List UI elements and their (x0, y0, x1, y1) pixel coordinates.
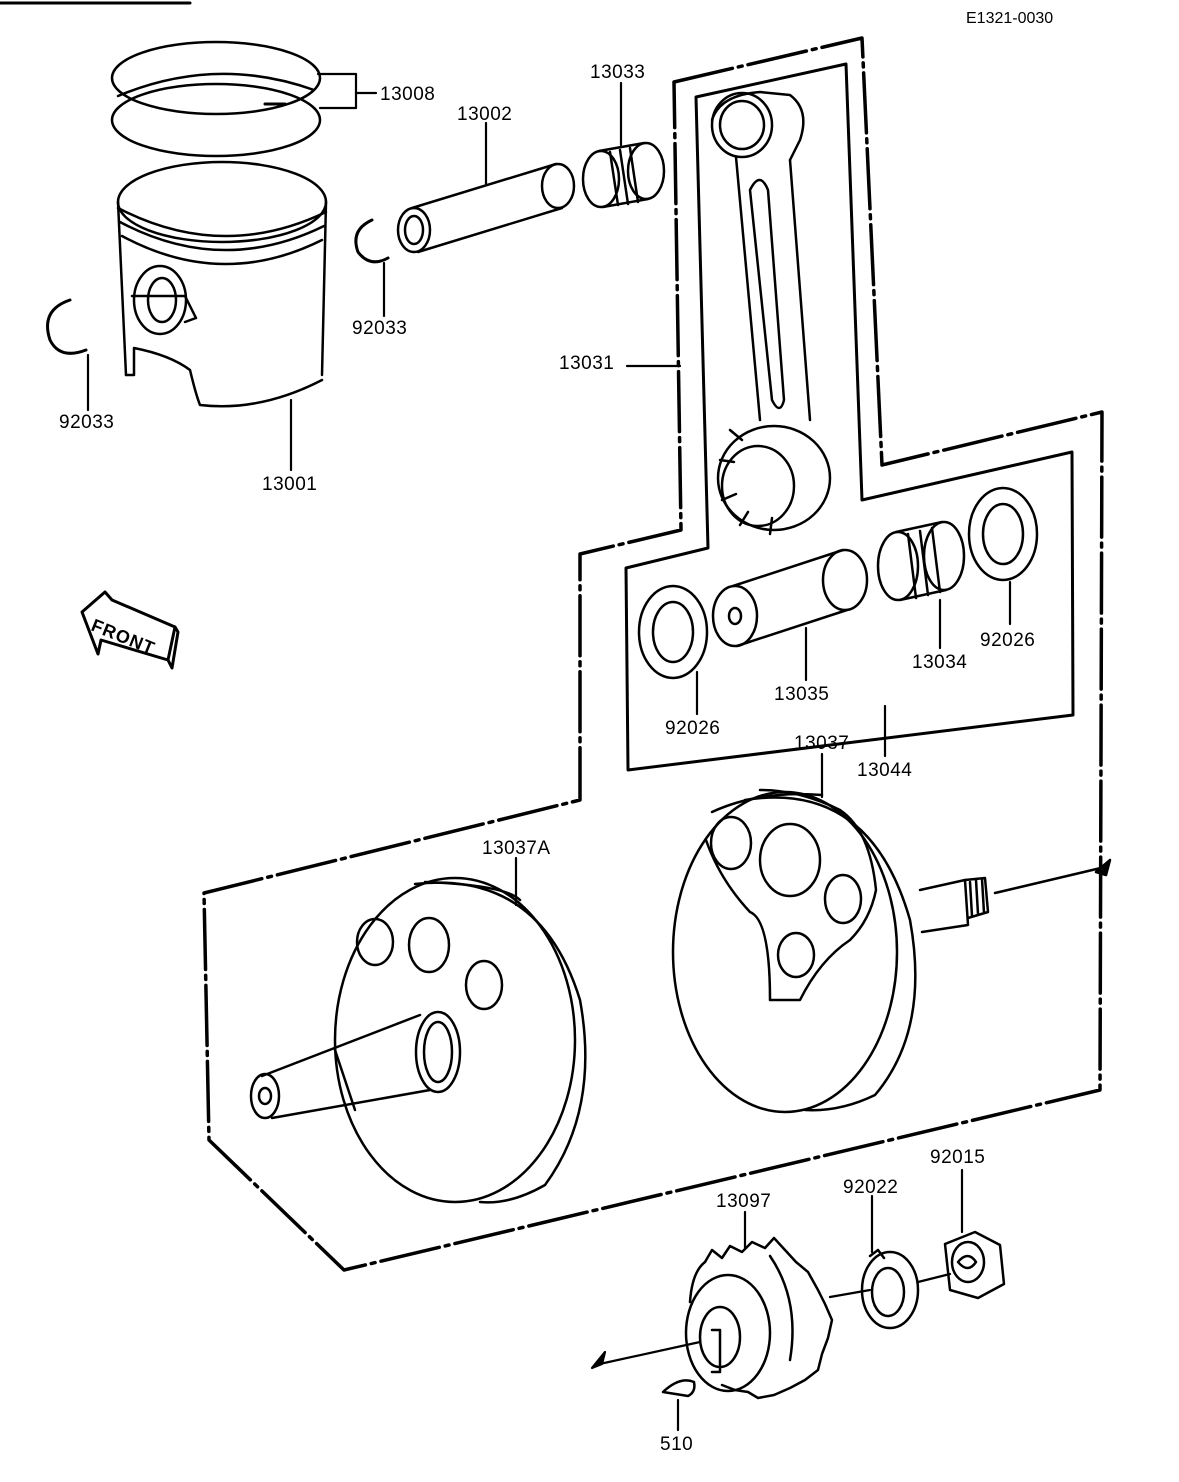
gear-axis-arrow (592, 1352, 605, 1368)
crank-pin (713, 550, 867, 646)
label-circlip-left: 92033 (59, 412, 115, 433)
gear (686, 1238, 832, 1398)
lock-washer (862, 1250, 918, 1328)
label-big-end-bearing: 13034 (912, 652, 968, 673)
label-flywheel-left: 13037A (482, 838, 551, 859)
piston (118, 162, 326, 406)
rings-bracket (318, 74, 356, 108)
piston-pin (398, 164, 574, 252)
small-end-bearing (583, 143, 664, 207)
label-connecting-rod: 13031 (559, 353, 615, 374)
label-key: 510 (660, 1434, 694, 1455)
label-circlip-right: 92033 (352, 318, 408, 339)
label-piston-pin: 13002 (457, 104, 513, 125)
crankshaft-assembly-boundary (204, 38, 1102, 1270)
flywheel-right (673, 790, 1110, 1112)
label-small-end-bearing: 13033 (590, 62, 646, 83)
connecting-rod (712, 92, 830, 534)
washer-nut-axis (918, 1274, 950, 1282)
nut (945, 1232, 1004, 1298)
label-lock-washer: 92022 (843, 1177, 899, 1198)
label-crankshaft-assy: 13044 (857, 760, 913, 781)
label-gear: 13097 (716, 1191, 772, 1212)
label-washer-right: 92026 (980, 630, 1036, 651)
label-flywheel-right: 13037 (794, 733, 850, 754)
gear-washer-axis (830, 1290, 870, 1297)
label-piston-rings: 13008 (380, 84, 436, 105)
label-washer-left: 92026 (665, 718, 721, 739)
flywheel-left (251, 878, 585, 1202)
woodruff-key (663, 1380, 694, 1396)
big-end-bearing (878, 522, 964, 600)
circlip-right (356, 220, 388, 262)
label-crank-pin: 13035 (774, 684, 830, 705)
washer-right (969, 488, 1037, 580)
gear-axis-line (595, 1342, 700, 1365)
diagram-code: E1321-0030 (966, 10, 1054, 27)
label-piston: 13001 (262, 474, 318, 495)
front-arrow-icon (82, 592, 178, 668)
washer-left (639, 586, 707, 678)
connecting-rod-boundary (626, 64, 1073, 770)
circlip-left (48, 300, 87, 353)
label-nut: 92015 (930, 1147, 986, 1168)
piston-rings (112, 42, 320, 156)
